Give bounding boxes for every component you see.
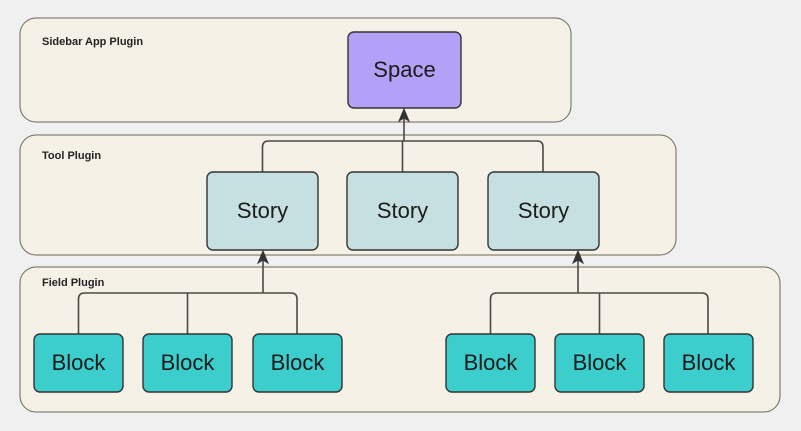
node-block-6-rect bbox=[663, 333, 754, 393]
edge-blocks-right-to-story-3 bbox=[489, 249, 709, 334]
node-block-3-label: Block bbox=[271, 350, 326, 375]
node-block-2[interactable]: Block bbox=[142, 333, 233, 393]
node-block-4-rect bbox=[445, 333, 536, 393]
node-story-3-rect bbox=[487, 171, 600, 251]
edge-stories-to-space bbox=[261, 107, 544, 172]
group-tool-plugin-label: Tool Plugin bbox=[42, 150, 101, 162]
node-story-3-label: Story bbox=[518, 198, 569, 223]
node-block-5-rect bbox=[554, 333, 645, 393]
node-block-5[interactable]: Block bbox=[554, 333, 645, 393]
node-story-3[interactable]: Story bbox=[487, 171, 600, 251]
node-block-6-label: Block bbox=[682, 350, 737, 375]
edge-blocks-left-to-story-1-arrowhead bbox=[256, 249, 270, 265]
edge-blocks-left-to-story-1 bbox=[77, 249, 298, 334]
group-sidebar-app-plugin-rect bbox=[19, 17, 572, 123]
edge-blocks-left-to-story-1-path bbox=[77, 258, 298, 334]
node-space[interactable]: Space bbox=[347, 31, 462, 109]
node-story-2-label: Story bbox=[377, 198, 428, 223]
edge-stories-to-space-arrowhead bbox=[397, 107, 411, 123]
edge-blocks-right-to-story-3-arrowhead bbox=[571, 249, 585, 265]
node-story-1-rect bbox=[206, 171, 319, 251]
nodes: Space Story Story Story Block Block bbox=[33, 31, 754, 393]
node-block-5-label: Block bbox=[573, 350, 628, 375]
node-story-2[interactable]: Story bbox=[346, 171, 459, 251]
node-space-rect bbox=[347, 31, 462, 109]
node-block-3[interactable]: Block bbox=[252, 333, 343, 393]
node-block-2-rect bbox=[142, 333, 233, 393]
node-story-2-rect bbox=[346, 171, 459, 251]
node-block-1[interactable]: Block bbox=[33, 333, 124, 393]
group-sidebar-app-plugin-label: Sidebar App Plugin bbox=[42, 36, 143, 48]
node-story-1-label: Story bbox=[237, 198, 288, 223]
node-block-4[interactable]: Block bbox=[445, 333, 536, 393]
node-block-2-label: Block bbox=[161, 350, 216, 375]
group-field-plugin-label: Field Plugin bbox=[42, 277, 105, 289]
edge-stories-to-space-path bbox=[261, 116, 544, 172]
node-block-6[interactable]: Block bbox=[663, 333, 754, 393]
node-space-label: Space bbox=[373, 57, 435, 82]
group-sidebar-app-plugin[interactable]: Sidebar App Plugin bbox=[19, 17, 572, 123]
edges bbox=[77, 107, 709, 334]
node-block-1-rect bbox=[33, 333, 124, 393]
node-block-3-rect bbox=[252, 333, 343, 393]
node-story-1[interactable]: Story bbox=[206, 171, 319, 251]
edge-blocks-right-to-story-3-path bbox=[489, 258, 709, 334]
node-block-1-label: Block bbox=[52, 350, 107, 375]
node-block-4-label: Block bbox=[464, 350, 519, 375]
